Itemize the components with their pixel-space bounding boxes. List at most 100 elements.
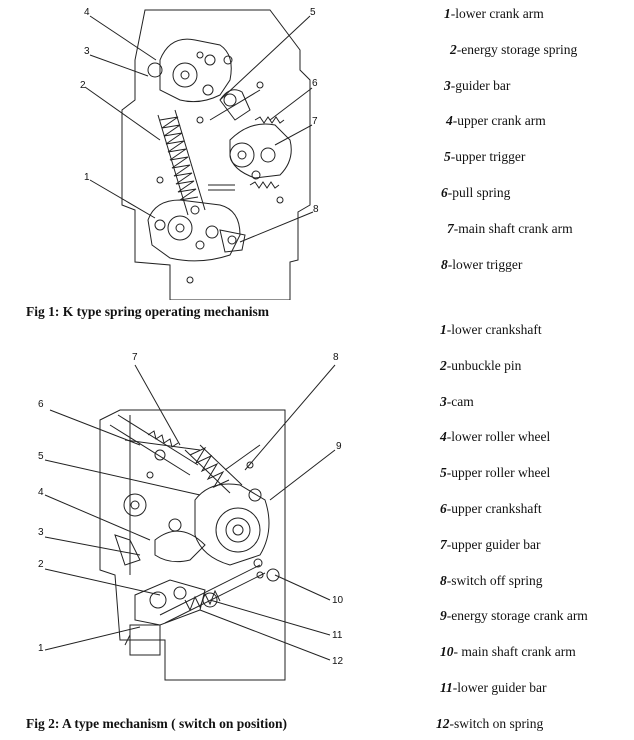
legend-item-number: 2 — [440, 357, 447, 373]
legend-item: 1-lower crankshaft — [440, 322, 542, 338]
legend-item: 3-cam — [440, 394, 474, 410]
legend-item: 10- main shaft crank arm — [440, 644, 576, 660]
legend-item-number: 8 — [441, 256, 448, 272]
legend-item: 9-energy storage crank arm — [440, 608, 588, 624]
fig2-callout-10: 10 — [332, 595, 344, 606]
legend-item: 3-guider bar — [444, 78, 510, 94]
fig2-callout-9: 9 — [336, 441, 342, 452]
legend-item-label: lower crank arm — [455, 6, 544, 21]
legend-item-separator: - — [446, 393, 452, 409]
legend-item-label: lower trigger — [452, 256, 523, 272]
legend-item-separator: - — [446, 536, 452, 552]
legend-item-number: 6 — [441, 185, 448, 200]
legend-item-label: lower guider bar — [457, 680, 547, 695]
legend-item: 1-lower crank arm — [444, 6, 544, 22]
cam-disc-shape — [194, 483, 280, 582]
legend-item-number: 7 — [447, 220, 454, 236]
legend-item: 6-pull spring — [441, 185, 510, 201]
legend-item: 8-lower trigger — [441, 257, 522, 273]
fig2-callout-1: 1 — [38, 643, 44, 654]
legend-item: 2-unbuckle pin — [440, 358, 521, 374]
figure-1-drawing: 4 3 2 1 5 6 7 8 — [60, 0, 360, 300]
legend-item-label: upper guider bar — [451, 536, 541, 552]
fig1-callout-7: 7 — [312, 116, 318, 127]
legend-item-number: 4 — [446, 113, 453, 129]
fig2-callout-5: 5 — [38, 451, 44, 462]
legend-item-number: 6 — [440, 501, 447, 516]
legend-item-label: unbuckle pin — [451, 357, 522, 373]
fig2-callout-8: 8 — [333, 352, 339, 363]
legend-item-separator: - — [450, 6, 456, 21]
fig2-callout-4: 4 — [38, 487, 44, 498]
legend-item-label: lower roller wheel — [451, 429, 551, 445]
legend-item: 7-main shaft crank arm — [447, 221, 573, 237]
legend-item: 4-lower roller wheel — [440, 429, 550, 445]
fig1-callout-6: 6 — [312, 78, 318, 89]
energy-storage-spring-shape — [157, 109, 206, 216]
legend-item-label: cam — [451, 393, 474, 409]
housing-frame — [99, 409, 286, 681]
legend-item-separator: - — [453, 220, 459, 236]
lower-crank-assembly-shape — [124, 564, 266, 656]
fig1-callout-3: 3 — [84, 46, 90, 57]
legend-item: 5-upper trigger — [444, 149, 525, 165]
legend-item-separator: - — [447, 256, 453, 272]
figure-1-caption: Fig 1: K type spring operating mechanism — [26, 304, 269, 319]
legend-item-label: upper crankshaft — [451, 501, 542, 516]
legend-item-separator: - — [453, 644, 459, 660]
legend-item-label: switch on spring — [454, 715, 544, 731]
fig2-callout-2: 2 — [38, 559, 44, 570]
legend-item-separator: - — [446, 572, 452, 588]
legend-item-separator: - — [452, 680, 458, 695]
legend-item-separator: - — [446, 357, 452, 373]
legend-item: 8-switch off spring — [440, 573, 543, 589]
legend-item-number: 1 — [444, 6, 451, 21]
legend-item-number: 1 — [440, 322, 447, 337]
legend-item-number: 5 — [444, 149, 451, 165]
legend-item-separator: - — [450, 77, 456, 93]
main-shaft-crank-arm-shape — [229, 123, 292, 179]
legend-item-separator: - — [446, 501, 452, 516]
fig2-callout-6: 6 — [38, 399, 44, 410]
legend-item-number: 4 — [440, 429, 447, 445]
legend-item-label: upper crank arm — [457, 113, 546, 129]
legend-item-label: main shaft crank arm — [458, 220, 573, 236]
legend-item: 6-upper crankshaft — [440, 501, 542, 517]
fig2-callout-12: 12 — [332, 656, 344, 667]
legend-item-number: 12 — [436, 715, 450, 731]
figure-2-caption: Fig 2: A type mechanism ( switch on posi… — [26, 716, 288, 731]
legend-item-separator: - — [456, 41, 462, 57]
legend-item-label: lower crankshaft — [451, 322, 542, 337]
legend-item-number: 3 — [440, 393, 447, 409]
fig1-callout-1: 1 — [84, 172, 90, 183]
legend-item-number: 7 — [440, 536, 447, 552]
legend-item-separator: - — [447, 185, 453, 200]
fig2-callout-7: 7 — [132, 352, 138, 363]
legend-item: 12-switch on spring — [436, 716, 543, 732]
legend-item-label: pull spring — [452, 185, 511, 200]
fig1-callout-5: 5 — [310, 7, 316, 18]
legend-item-separator: - — [446, 429, 452, 445]
switch-off-spring-shape — [184, 444, 261, 494]
fig1-callout-8: 8 — [313, 204, 319, 215]
fig2-callout-3: 3 — [38, 527, 44, 538]
legend-item-label: main shaft crank arm — [458, 644, 576, 660]
legend-item: 7-upper guider bar — [440, 537, 540, 553]
legend-item-label: energy storage spring — [461, 41, 578, 57]
legend-item-separator: - — [449, 715, 455, 731]
legend-item-number: 10 — [440, 644, 454, 660]
legend-item-number: 2 — [450, 41, 457, 57]
fig2-callout-11: 11 — [332, 630, 343, 641]
legend-item-number: 11 — [440, 680, 453, 695]
legend-item-number: 8 — [440, 572, 447, 588]
upper-guider-bar-shape — [109, 414, 201, 476]
legend-item-label: switch off spring — [451, 572, 543, 588]
mounting-plate — [121, 9, 311, 300]
legend-item-separator: - — [446, 608, 452, 624]
legend-item-number: 9 — [440, 608, 447, 624]
legend-item: 4-upper crank arm — [446, 113, 546, 129]
lower-crank-arm-shape — [147, 199, 241, 262]
legend-item-number: 3 — [444, 77, 451, 93]
fig1-callout-4: 4 — [84, 7, 90, 18]
figure-2-drawing: 7 8 6 9 5 4 3 2 1 10 11 12 — [30, 345, 360, 685]
